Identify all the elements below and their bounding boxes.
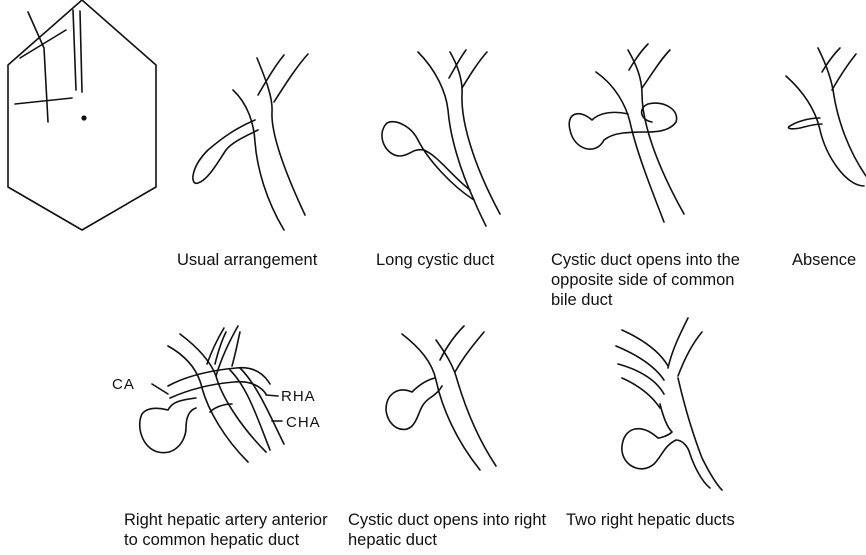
caption-rha-anterior: Right hepatic artery anterior to common … [124, 510, 328, 550]
caption-opposite-side: Cystic duct opens into the opposite side… [551, 250, 740, 310]
caption-two-right-hepatic: Two right hepatic ducts [566, 510, 735, 530]
caption-absence: Absence [792, 250, 856, 270]
label-cha: CHA [286, 414, 321, 431]
label-rha: RHA [281, 388, 316, 405]
caption-long-cystic-duct: Long cystic duct [376, 250, 494, 270]
figure-absence [786, 48, 866, 186]
figure-usual-arrangement [193, 54, 308, 230]
figure-two-right-hepatic [616, 318, 722, 490]
label-ca: CA [112, 376, 135, 393]
logo-mark [8, 0, 156, 230]
figure-right-hepatic [386, 326, 496, 470]
caption-right-hepatic: Cystic duct opens into right hepatic duc… [348, 510, 546, 550]
figure-rha-anterior: CA RHA CHA [112, 326, 321, 462]
caption-usual-arrangement: Usual arrangement [177, 250, 317, 270]
figure-opposite-side [569, 44, 684, 222]
figure-long-cystic-duct [382, 50, 500, 226]
